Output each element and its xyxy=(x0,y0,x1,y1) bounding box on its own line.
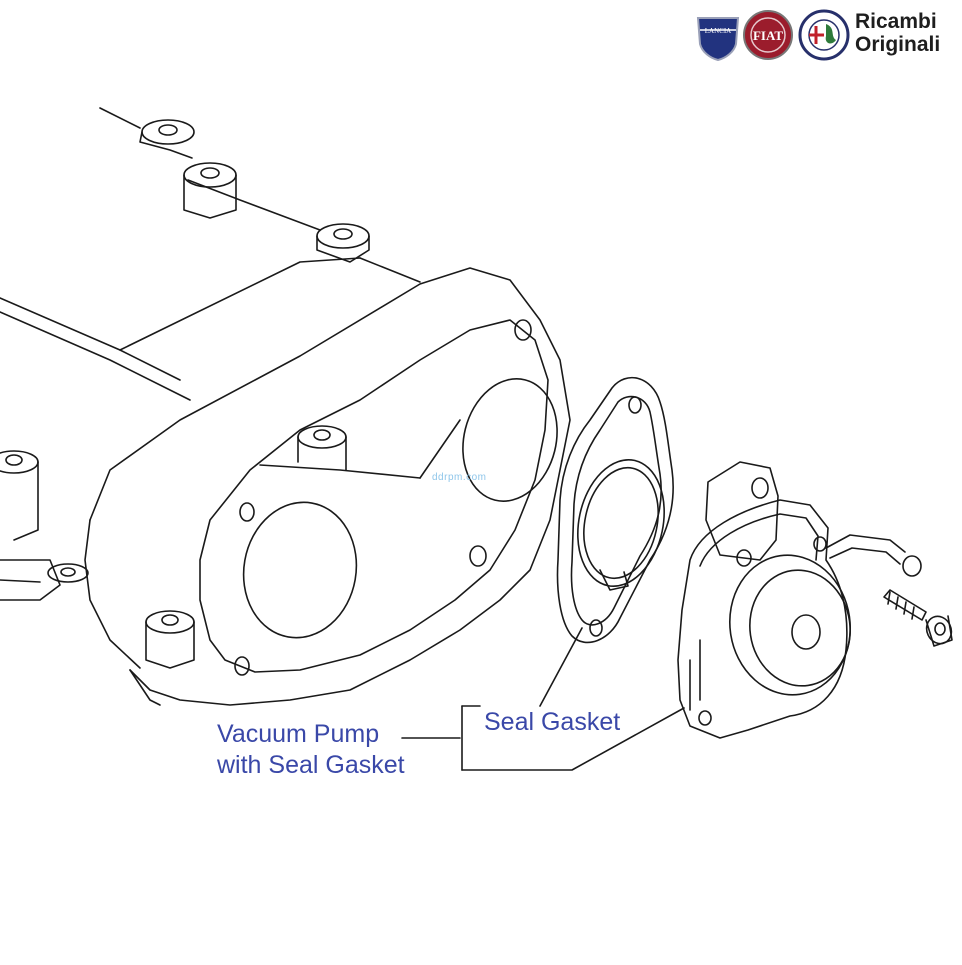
engine-head-drawing xyxy=(0,107,571,706)
brand-line-1: Ricambi xyxy=(855,10,937,33)
fiat-logo-text: FIAT xyxy=(753,28,783,43)
assembly-callout-line-1: Vacuum Pump xyxy=(217,720,380,748)
brand-wordmark: Ricambi Originali xyxy=(855,10,940,56)
bolt-drawing xyxy=(883,589,953,647)
fiat-logo: FIAT xyxy=(743,10,793,60)
assembly-callout-line-2: with Seal Gasket xyxy=(217,751,405,779)
gasket-callout-label: Seal Gasket xyxy=(484,708,621,736)
vacuum-pump-drawing xyxy=(677,461,922,739)
lancia-logo-text: LANCIA xyxy=(705,27,731,35)
assembly-callout-label: Vacuum Pump with Seal Gasket xyxy=(217,719,405,781)
brand-line-2: Originali xyxy=(855,33,941,56)
site-watermark: ddrpm.com xyxy=(432,472,487,483)
seal-gasket-drawing xyxy=(556,377,674,644)
callout-leader-lines xyxy=(401,627,685,771)
stud-bosses xyxy=(0,119,370,669)
alfa-romeo-logo xyxy=(798,9,850,61)
lancia-logo: LANCIA xyxy=(696,17,740,62)
